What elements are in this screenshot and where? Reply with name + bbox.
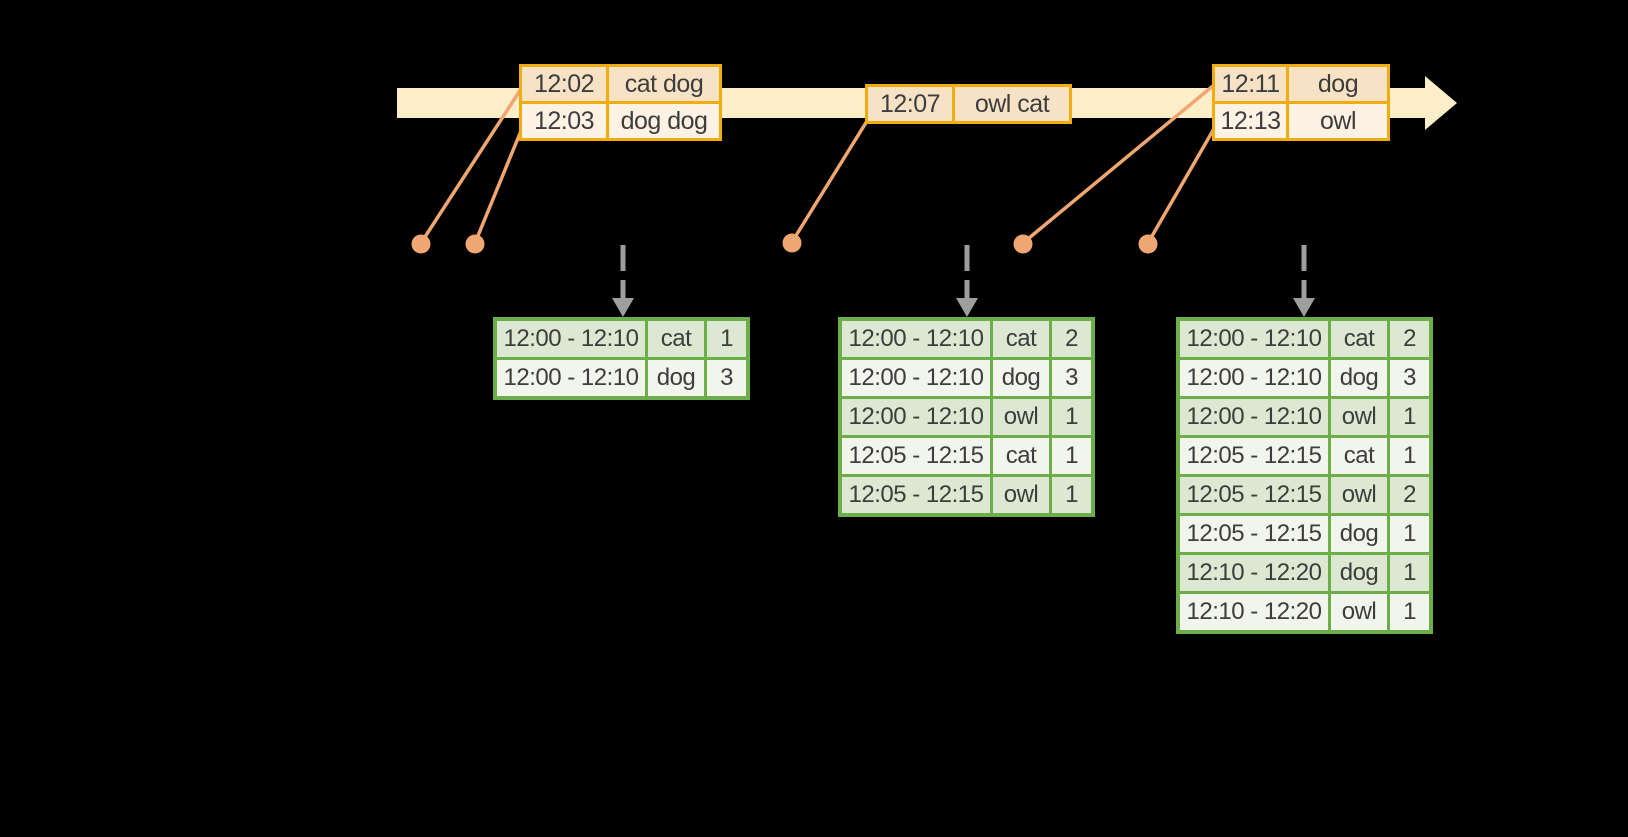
event-dots [411,233,1158,254]
cell: 12:00 - 12:10 [842,321,990,357]
cell: owl [1331,477,1387,513]
event-connector-line [1146,126,1217,244]
cell: 12:00 - 12:10 [1180,360,1328,396]
cell: owl [993,399,1049,435]
cell: 12:05 - 12:15 [842,438,990,474]
cell: 3 [707,360,746,396]
cell: 12:07 [868,87,952,121]
cell: 3 [1390,360,1429,396]
cell: 1 [1390,594,1429,630]
cell: dog [1331,555,1387,591]
cell: dog [1331,516,1387,552]
trigger-arrows [612,245,1315,317]
trigger-arrowhead-icon [612,298,634,317]
timeline-arrowhead-icon [1425,76,1457,130]
event-dot [411,234,431,254]
cell: cat [1331,321,1387,357]
cell: 1 [1390,399,1429,435]
cell: owl [1331,399,1387,435]
cell: dog [993,360,1049,396]
cell: 12:00 - 12:10 [842,399,990,435]
cell: cat [1331,438,1387,474]
cell: 3 [1052,360,1091,396]
trigger-arrowhead-icon [1293,298,1315,317]
cell: dog [1289,67,1387,101]
cell: 12:00 - 12:10 [497,321,645,357]
cell: 12:00 - 12:10 [1180,399,1328,435]
event-dot [782,233,802,253]
cell: cat dog [609,67,719,101]
cell: 12:10 - 12:20 [1180,555,1328,591]
event-connector-line [419,88,523,244]
cell: 12:13 [1215,104,1286,138]
cell: 12:11 [1215,67,1286,101]
cell: 12:00 - 12:10 [497,360,645,396]
cell: 12:00 - 12:10 [1180,321,1328,357]
cell: 2 [1390,477,1429,513]
cell: owl [993,477,1049,513]
cell: 2 [1052,321,1091,357]
cell: cat [993,438,1049,474]
cell: 1 [1390,516,1429,552]
cell: owl [1331,594,1387,630]
event-connector-lines [419,83,1217,245]
cell: 1 [1390,438,1429,474]
cell: dog dog [609,104,719,138]
event-dot [1013,234,1033,254]
cell: cat [648,321,704,357]
cell: 12:02 [522,67,606,101]
cell: 1 [1052,477,1091,513]
cell: dog [1331,360,1387,396]
cell: 12:05 - 12:15 [1180,438,1328,474]
cell: 12:00 - 12:10 [842,360,990,396]
trigger-arrowhead-icon [956,298,978,317]
cell: 12:10 - 12:20 [1180,594,1328,630]
cell: 12:05 - 12:15 [1180,477,1328,513]
event-dot [1138,234,1158,254]
event-connector-line [790,120,869,243]
cell: 12:05 - 12:15 [1180,516,1328,552]
cell: 1 [1052,438,1091,474]
cell: cat [993,321,1049,357]
cell: owl [1289,104,1387,138]
cell: 1 [1052,399,1091,435]
cell: 12:05 - 12:15 [842,477,990,513]
cell: 12:03 [522,104,606,138]
event-connector-line [473,125,525,244]
cell: 1 [707,321,746,357]
cell: owl cat [955,87,1069,121]
event-dot [465,234,485,254]
cell: 2 [1390,321,1429,357]
cell: dog [648,360,704,396]
event-connector-line [1021,83,1216,245]
cell: 1 [1390,555,1429,591]
